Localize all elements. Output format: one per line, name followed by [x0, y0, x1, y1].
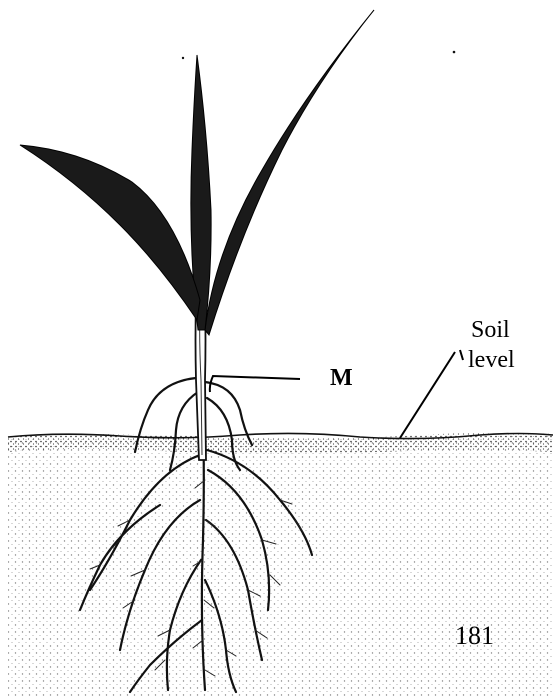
page-number: 181 [455, 623, 494, 649]
soil-level-pointer-line [400, 352, 455, 438]
soil-level-pointer-tick [460, 350, 463, 360]
soil-level-label-line2: level [468, 348, 515, 372]
leaf-left [20, 145, 200, 320]
soil-level-label-line1: Soil [471, 318, 510, 342]
leaf-right [205, 10, 374, 335]
soil [8, 433, 553, 696]
label-pointers [210, 350, 463, 438]
leaves [20, 10, 374, 335]
m-pointer-line [210, 376, 300, 392]
specks [182, 51, 456, 60]
marker-m-label: M [330, 366, 353, 390]
soil-stipple [8, 436, 553, 696]
